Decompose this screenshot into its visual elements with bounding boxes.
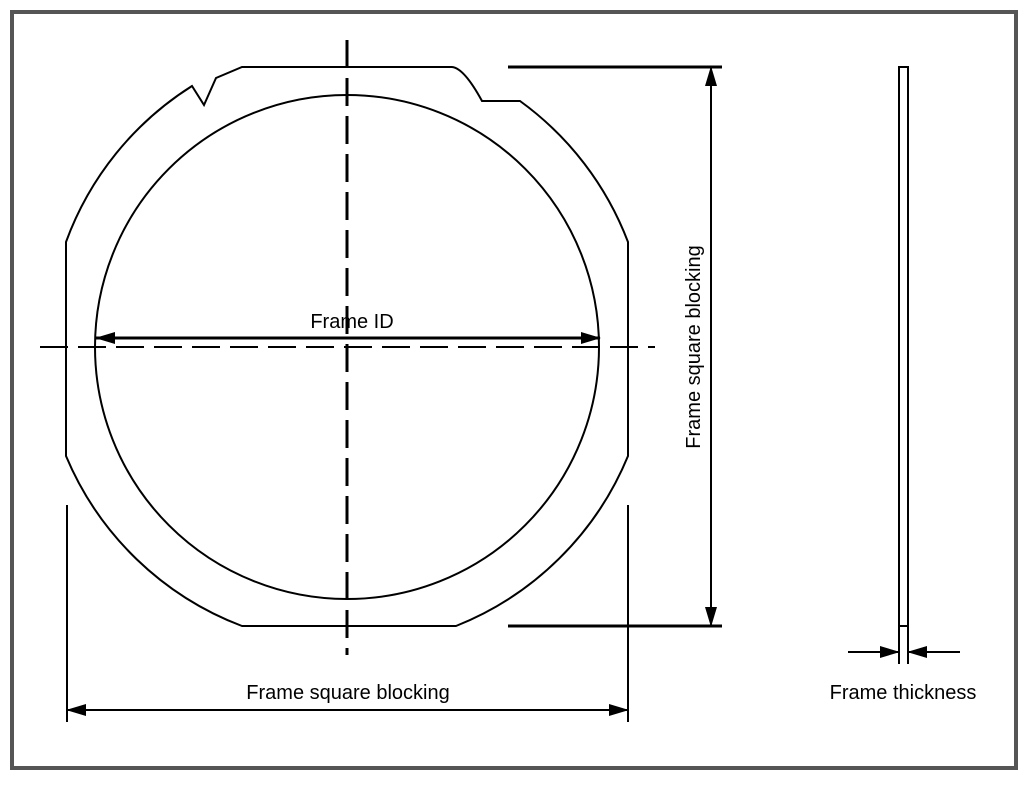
square-blocking-vertical-label: Frame square blocking xyxy=(683,245,705,448)
frame-id-label: Frame ID xyxy=(310,311,393,333)
frame-outline xyxy=(65,66,629,627)
frame-side-view xyxy=(898,66,909,627)
diagram-border xyxy=(10,10,1018,770)
frame-thickness-label: Frame thickness xyxy=(830,682,977,704)
square-blocking-horizontal-label: Frame square blocking xyxy=(246,682,449,704)
